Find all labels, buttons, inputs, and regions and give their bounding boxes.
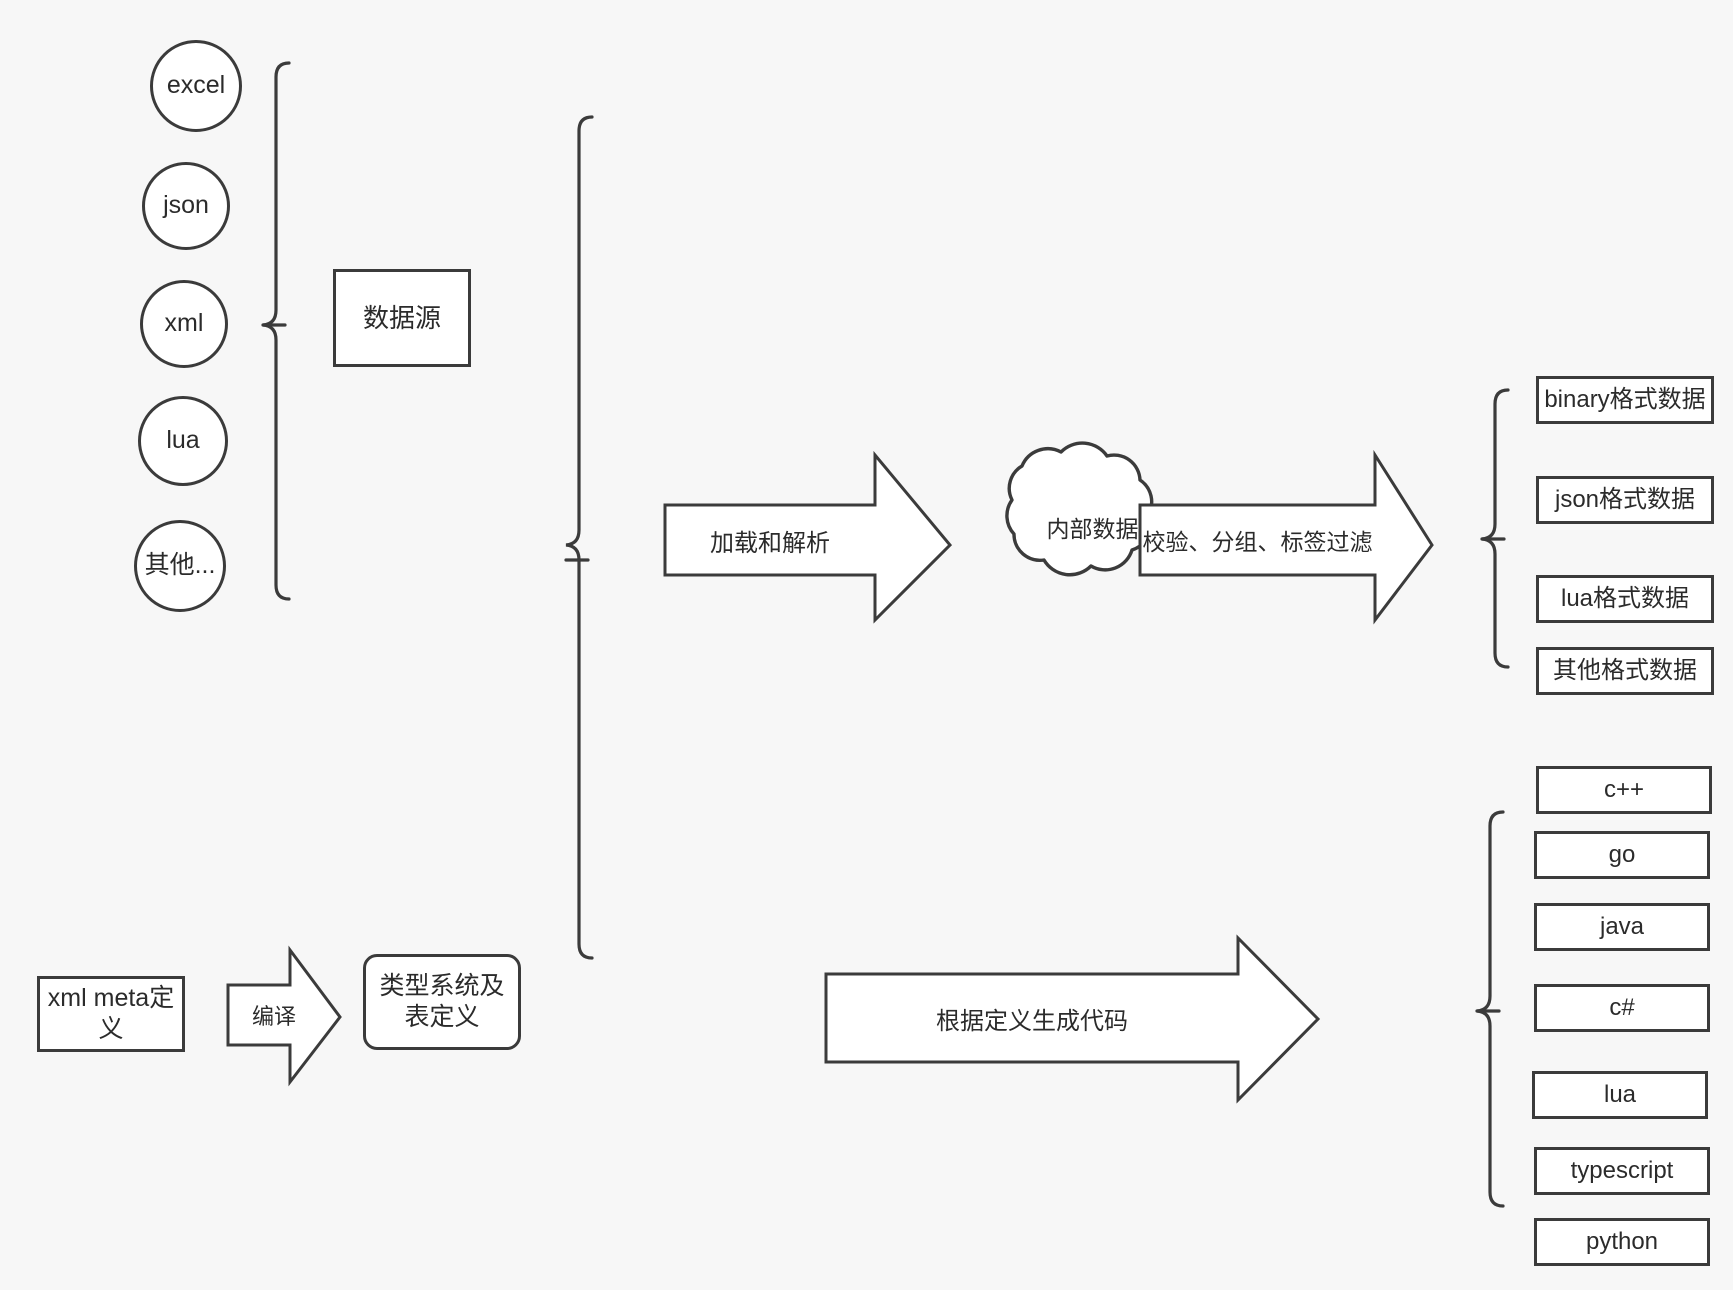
data-format-brace (1481, 388, 1510, 669)
source-node-xml-label: xml (164, 309, 204, 338)
output-format-lua[interactable]: lua格式数据 (1536, 575, 1714, 623)
load-parse-arrow-shape (663, 450, 953, 624)
code-target-lua[interactable]: lua (1532, 1071, 1708, 1119)
output-format-lua-label: lua格式数据 (1560, 585, 1690, 612)
type-system-box[interactable]: 类型系统及表定义 (363, 954, 521, 1050)
data-source-brace (262, 61, 291, 601)
output-format-other-label: 其他格式数据 (1553, 657, 1697, 684)
internal-data-cloud-shape (1005, 441, 1154, 577)
source-node-excel-label: excel (166, 71, 226, 100)
pipeline-input-brace (565, 115, 594, 960)
data-source-group-box[interactable]: 数据源 (333, 269, 471, 367)
code-target-csharp-label: c# (1609, 994, 1635, 1021)
code-target-csharp[interactable]: c# (1534, 984, 1710, 1032)
output-format-binary[interactable]: binary格式数据 (1536, 376, 1714, 424)
output-format-binary-label: binary格式数据 (1544, 386, 1706, 413)
source-node-xml[interactable]: xml (140, 280, 228, 368)
output-format-json-label: json格式数据 (1554, 486, 1696, 513)
load-parse-arrow-label: 加载和解析 (665, 505, 875, 575)
code-target-java-label: java (1599, 913, 1645, 940)
type-system-label: 类型系统及表定义 (379, 971, 505, 1031)
code-target-cpp[interactable]: c++ (1536, 766, 1712, 814)
load-parse-arrow-text: 加载和解析 (710, 529, 830, 557)
codegen-arrow-text: 根据定义生成代码 (936, 1007, 1128, 1035)
code-target-lua-label: lua (1603, 1081, 1637, 1108)
source-node-lua-label: lua (166, 426, 200, 455)
xml-meta-definition-box[interactable]: xml meta定义 (37, 976, 185, 1052)
source-node-json[interactable]: json (142, 162, 230, 250)
filter-arrow-shape (1138, 449, 1434, 625)
compile-arrow-label: 编译 (228, 985, 320, 1045)
filter-arrow-label: 校验、分组、标签过滤 (1140, 505, 1375, 575)
code-target-typescript-label: typescript (1570, 1157, 1674, 1184)
internal-data-cloud-text: 内部数据 (1046, 516, 1139, 542)
filter-arrow-text: 校验、分组、标签过滤 (1142, 529, 1373, 555)
source-node-other[interactable]: 其他... (134, 520, 226, 612)
code-target-python-label: python (1585, 1228, 1659, 1255)
code-target-go-label: go (1608, 841, 1636, 868)
codegen-arrow-shape (824, 934, 1321, 1104)
code-target-cpp-label: c++ (1603, 776, 1645, 803)
code-target-java[interactable]: java (1534, 903, 1710, 951)
source-node-lua[interactable]: lua (138, 396, 228, 486)
compile-arrow-text: 编译 (251, 1004, 296, 1029)
source-node-json-label: json (163, 191, 209, 220)
internal-data-cloud-label: 内部数据 (1000, 505, 1185, 549)
xml-meta-definition-label: xml meta定义 (47, 983, 175, 1043)
source-node-excel[interactable]: excel (150, 40, 242, 132)
codegen-arrow-label: 根据定义生成代码 (826, 974, 1238, 1062)
code-target-go[interactable]: go (1534, 831, 1710, 879)
compile-arrow-shape (226, 945, 342, 1087)
data-source-group-label: 数据源 (362, 302, 441, 333)
output-format-json[interactable]: json格式数据 (1536, 476, 1714, 524)
code-target-python[interactable]: python (1534, 1218, 1710, 1266)
output-format-other[interactable]: 其他格式数据 (1536, 647, 1714, 695)
code-target-brace (1476, 810, 1505, 1208)
code-target-typescript[interactable]: typescript (1534, 1147, 1710, 1195)
source-node-other-label: 其他... (144, 551, 216, 580)
